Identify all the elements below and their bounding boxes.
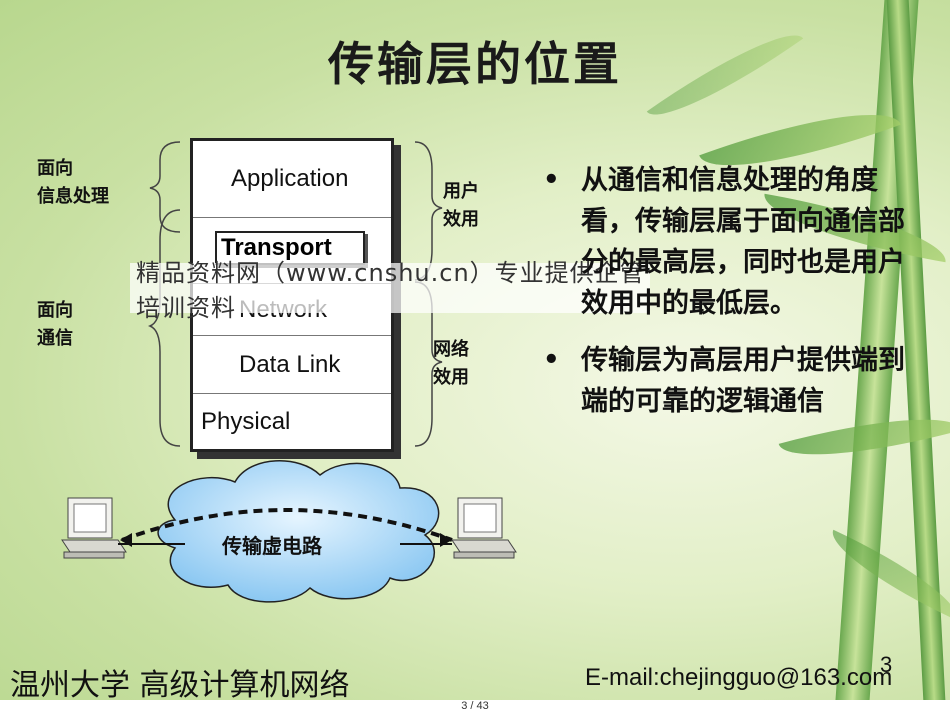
bullet-item: • 从通信和信息处理的角度看，传输层属于面向通信部分的最高层，同时也是用户效用中… bbox=[543, 160, 923, 324]
right-bottom-label: 网络 效用 bbox=[433, 339, 469, 388]
left-top-label: 面向 信息处理 bbox=[37, 158, 109, 207]
layer-application: Application bbox=[231, 165, 349, 192]
left-brace-top bbox=[149, 141, 181, 233]
layer-transport-row bbox=[193, 217, 391, 284]
page-indicator: 3 / 43 bbox=[0, 700, 950, 713]
bullet-item: • 传输层为高层用户提供端到端的可靠的逻辑通信 bbox=[543, 340, 923, 422]
right-top-label: 用户 效用 bbox=[443, 181, 479, 230]
slide-title: 传输层的位置 bbox=[328, 37, 622, 91]
layer-data-link: Data Link bbox=[193, 335, 391, 393]
computer-icon bbox=[61, 497, 127, 559]
layer-transport-highlight: Transport bbox=[215, 231, 365, 265]
bullet-dot-icon: • bbox=[543, 345, 560, 375]
footer-course-title: 温州大学 高级计算机网络 bbox=[10, 668, 350, 700]
cloud-label: 传输虚电路 bbox=[222, 534, 322, 558]
left-bottom-label: 面向 通信 bbox=[37, 300, 73, 349]
bullet-dot-icon: • bbox=[543, 165, 560, 195]
computer-icon bbox=[451, 497, 517, 559]
bullet-list: • 从通信和信息处理的角度看，传输层属于面向通信部分的最高层，同时也是用户效用中… bbox=[543, 160, 923, 438]
watermark-banner: 精品资料网（www.cnshu.cn）专业提供企管培训资料 bbox=[130, 259, 650, 322]
layer-physical: Physical bbox=[193, 393, 391, 449]
left-brace-bottom bbox=[147, 209, 181, 447]
slide-number: 3 bbox=[880, 652, 893, 677]
footer-email: E-mail:chejingguo@163.com bbox=[585, 664, 893, 691]
